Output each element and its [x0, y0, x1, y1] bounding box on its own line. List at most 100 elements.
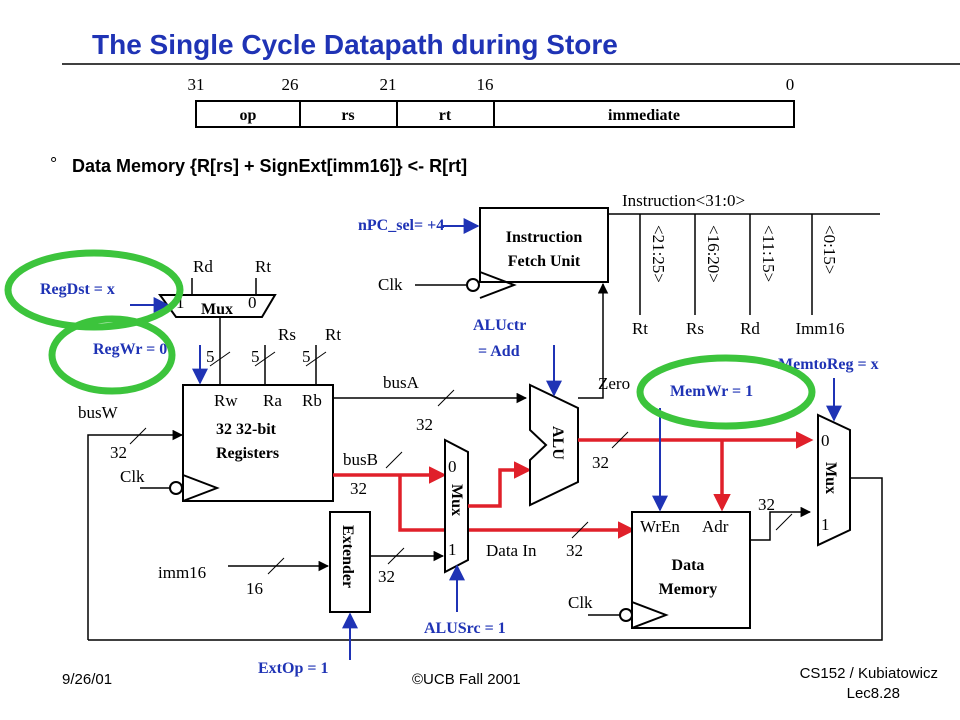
extop-control: ExtOp = 1 — [258, 660, 328, 677]
field-immediate: immediate — [608, 107, 680, 124]
dmem-out-width: 32 — [758, 495, 775, 514]
out-imm16: Imm16 — [795, 319, 844, 338]
busw-wire — [87, 429, 184, 640]
data-in-width: 32 — [566, 541, 583, 560]
footer-copyright: ©UCB Fall 2001 — [412, 671, 521, 688]
width-rw: 5 — [206, 347, 215, 366]
alu-label: ALU — [549, 426, 566, 460]
ifetch-clk: Clk — [378, 275, 403, 294]
width-ra: 5 — [251, 347, 260, 366]
mux-rt-label: Rt — [255, 257, 271, 276]
tap-16-20: <16:20> — [704, 225, 723, 283]
extender — [329, 511, 371, 613]
dmem-clk: Clk — [568, 593, 593, 612]
out-rd: Rd — [740, 319, 760, 338]
alusrc-mux-label: Mux — [448, 484, 465, 516]
field-rs: rs — [341, 107, 354, 124]
dmem-clk-edge — [631, 601, 669, 629]
regfile-label-1: 32 32-bit — [216, 421, 277, 438]
imm16-width: 16 — [246, 579, 263, 598]
register-file — [182, 384, 334, 502]
aluctr-control-2: = Add — [478, 343, 520, 360]
dmem-label-1: Data — [672, 557, 705, 574]
alu-result-width: 32 — [592, 453, 609, 472]
instruction-fetch-unit — [479, 207, 609, 283]
regfile-clk-bubble — [169, 481, 183, 495]
footer-date: 9/26/01 — [62, 671, 112, 688]
zero-label: Zero — [598, 374, 630, 393]
reg-rt-label: Rt — [325, 325, 341, 344]
bit-0: 0 — [786, 75, 795, 94]
alusrc-mux — [444, 438, 469, 574]
memtoreg-mux-in1: 1 — [821, 515, 830, 534]
operation-text: Data Memory {R[rs] + SignExt[imm16]} <- … — [72, 156, 467, 176]
bit-16: 16 — [477, 75, 494, 94]
alusrc-mux-in1: 1 — [448, 540, 457, 559]
mux-rd-label: Rd — [193, 257, 213, 276]
bit-31: 31 — [188, 75, 205, 94]
instruction-format: 31 26 21 16 0 op rs rt immediate — [188, 75, 795, 128]
port-rb: Rb — [302, 391, 322, 410]
busa-label: busA — [383, 373, 420, 392]
out-rs: Rs — [686, 319, 704, 338]
imm16-label: imm16 — [158, 563, 206, 582]
port-ra: Ra — [263, 391, 282, 410]
footer-course: CS152 / Kubiatowicz — [800, 665, 938, 682]
regdst-mux-in0: 0 — [248, 293, 257, 312]
busa-width: 32 — [416, 415, 433, 434]
regfile-clk-edge — [182, 474, 220, 502]
regfile-label-2: Registers — [216, 445, 279, 462]
footer-lecture: Lec8.28 — [847, 685, 900, 702]
field-op: op — [240, 107, 257, 124]
tap-11-15: <11:15> — [759, 225, 778, 282]
regwr-control: RegWr = 0 — [93, 341, 167, 358]
port-wren: WrEn — [640, 517, 680, 536]
memwr-control: MemWr = 1 — [670, 383, 753, 400]
highlight-regdst — [4, 249, 184, 331]
tap-21-25: <21:25> — [649, 225, 668, 283]
regdst-mux-in1: 1 — [176, 293, 185, 312]
instruction-taps: <21:25> <16:20> <11:15> <0:15> Rt Rs Rd … — [632, 214, 845, 338]
npc-sel-control: nPC_sel= +4 — [358, 217, 444, 234]
memtoreg-mux — [817, 413, 851, 547]
operation-bullet: ° — [50, 154, 57, 174]
memtoreg-control: MemtoReg = x — [778, 356, 879, 373]
busb-width: 32 — [350, 479, 367, 498]
busb-to-datain — [398, 475, 636, 539]
alusrc-out-red — [468, 461, 532, 508]
port-adr: Adr — [702, 517, 729, 536]
instruction-bus-label: Instruction<31:0> — [622, 191, 745, 210]
tap-0-15: <0:15> — [820, 225, 839, 274]
width-rb: 5 — [302, 347, 311, 366]
regfile-clk: Clk — [120, 467, 145, 486]
extender-label: Extender — [339, 525, 356, 588]
busb-label: busB — [343, 450, 378, 469]
busw-width: 32 — [110, 443, 127, 462]
alusrc-mux-in0: 0 — [448, 457, 457, 476]
port-rw: Rw — [214, 391, 238, 410]
ext-out-width: 32 — [378, 567, 395, 586]
ifetch-label-2: Fetch Unit — [508, 253, 581, 270]
zero-wire — [578, 282, 609, 399]
ifetch-clk-bubble — [466, 278, 480, 292]
dmem-out-wire — [750, 506, 812, 541]
data-in-label: Data In — [486, 541, 537, 560]
alu — [529, 383, 579, 507]
ifetch-label-1: Instruction — [506, 229, 583, 246]
ifetch-clk-edge — [479, 271, 517, 299]
dmem-clk-bubble — [619, 608, 633, 622]
regdst-control: RegDst = x — [40, 281, 115, 298]
highlight-memwr — [636, 354, 816, 430]
memtoreg-mux-label: Mux — [822, 462, 839, 494]
aluctr-control-1: ALUctr — [473, 317, 526, 334]
busw-label: busW — [78, 403, 119, 422]
out-rt: Rt — [632, 319, 648, 338]
bit-21: 21 — [380, 75, 397, 94]
field-rt: rt — [439, 107, 452, 124]
writeback-wire — [88, 477, 883, 641]
page-title: The Single Cycle Datapath during Store — [92, 29, 618, 60]
dmem-label-2: Memory — [659, 581, 718, 598]
reg-rs-label: Rs — [278, 325, 296, 344]
alusrc-control: ALUSrc = 1 — [424, 620, 506, 637]
